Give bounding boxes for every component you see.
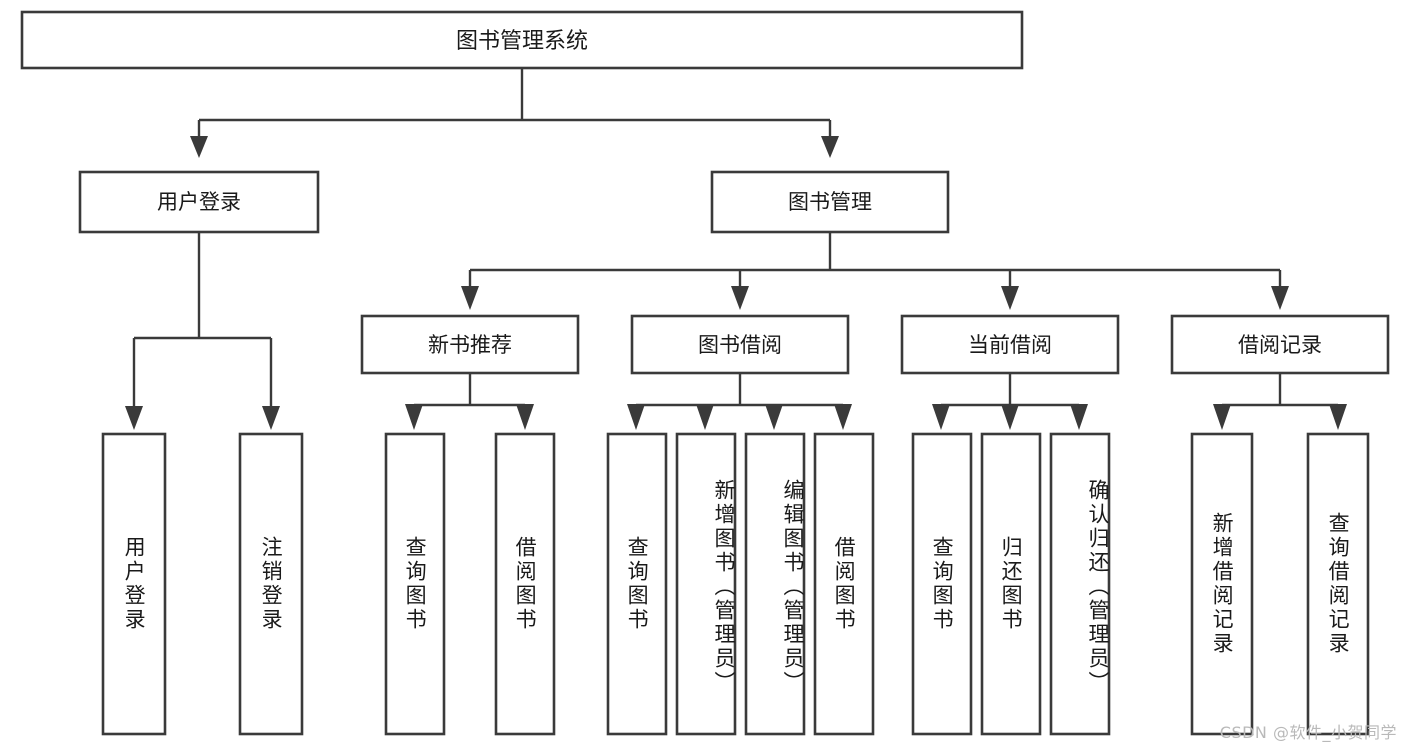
arrow-br-leaf-2 [1329,404,1347,430]
arrow-bb-leaf-1 [627,404,645,430]
arrow-cb-leaf-1 [932,404,950,430]
node-current-borrow-box[interactable] [900,314,1120,375]
node-book-borrow-box[interactable] [630,314,850,375]
arrow-bm-to-book-borrow [731,286,749,310]
node-book-management-box[interactable] [710,170,950,234]
arrow-br-leaf-1 [1213,404,1231,430]
node-book-management[interactable]: 图书管理 [710,170,950,234]
arrow-bb-leaf-4 [834,404,852,430]
node-user-login-box[interactable] [78,170,320,234]
connector-group-borrow-record [1213,373,1347,430]
node-borrow-record-label: 借阅记录 [1238,333,1322,357]
node-leaf-query-book-2-box[interactable] [606,432,668,736]
node-leaf-query-borrow-record-box[interactable] [1306,432,1370,736]
arrow-bm-to-new-book-recommend [461,286,479,310]
csdn-watermark: CSDN @软件_小贺同学 [1219,723,1397,742]
node-leaf-add-book-box[interactable] [675,432,737,736]
arrow-bb-leaf-3 [765,404,783,430]
connector-group-book-borrow [627,373,852,430]
node-book-management-label: 图书管理 [788,190,872,214]
node-leaf-query-book-3-box[interactable] [911,432,973,736]
node-root-box[interactable] [20,10,1024,70]
node-leaf-add-borrow-record-box[interactable] [1190,432,1254,736]
connector-group-user-login [125,232,280,430]
connector-group-current-borrow [932,373,1088,430]
node-new-book-recommend-box[interactable] [360,314,580,375]
node-new-book-recommend-label: 新书推荐 [428,333,512,357]
node-borrow-record[interactable]: 借阅记录 [1170,314,1390,375]
node-root[interactable]: 图书管理系统 [20,10,1024,70]
arrow-nbr-leaf-1 [405,404,423,430]
node-leaf-query-book-1-box[interactable] [384,432,446,736]
node-leaf-return-book-box[interactable] [980,432,1042,736]
node-current-borrow[interactable]: 当前借阅 [900,314,1120,375]
node-new-book-recommend[interactable]: 新书推荐 [360,314,580,375]
node-leaf-borrow-book-1-box[interactable] [494,432,556,736]
node-root-label: 图书管理系统 [456,29,588,54]
node-current-borrow-label: 当前借阅 [968,333,1052,357]
node-leaf-confirm-return-box[interactable] [1049,432,1111,736]
node-leaf-user-login-box[interactable] [101,432,167,736]
arrow-user-login-leaf-1 [125,406,143,430]
node-leaf-logout-login-box[interactable] [238,432,304,736]
arrow-cb-leaf-3 [1070,404,1088,430]
node-user-login-label: 用户登录 [157,190,241,214]
arrow-cb-leaf-2 [1001,404,1019,430]
connector-group-new-book-recommend [405,373,534,430]
arrow-bm-to-current-borrow [1001,286,1019,310]
connector-group-root [190,68,839,158]
arrow-bb-leaf-2 [696,404,714,430]
arrow-root-to-user-login [190,136,208,158]
node-user-login[interactable]: 用户登录 [78,170,320,234]
arrow-bm-to-borrow-record [1271,286,1289,310]
arrow-root-to-book-management [821,136,839,158]
arrow-user-login-leaf-2 [262,406,280,430]
connector-group-book-management [461,232,1289,310]
node-borrow-record-box[interactable] [1170,314,1390,375]
node-book-borrow-label: 图书借阅 [698,333,782,357]
arrow-nbr-leaf-2 [516,404,534,430]
node-book-borrow[interactable]: 图书借阅 [630,314,850,375]
node-leaf-edit-book-box[interactable] [744,432,806,736]
node-leaf-borrow-book-2-box[interactable] [813,432,875,736]
